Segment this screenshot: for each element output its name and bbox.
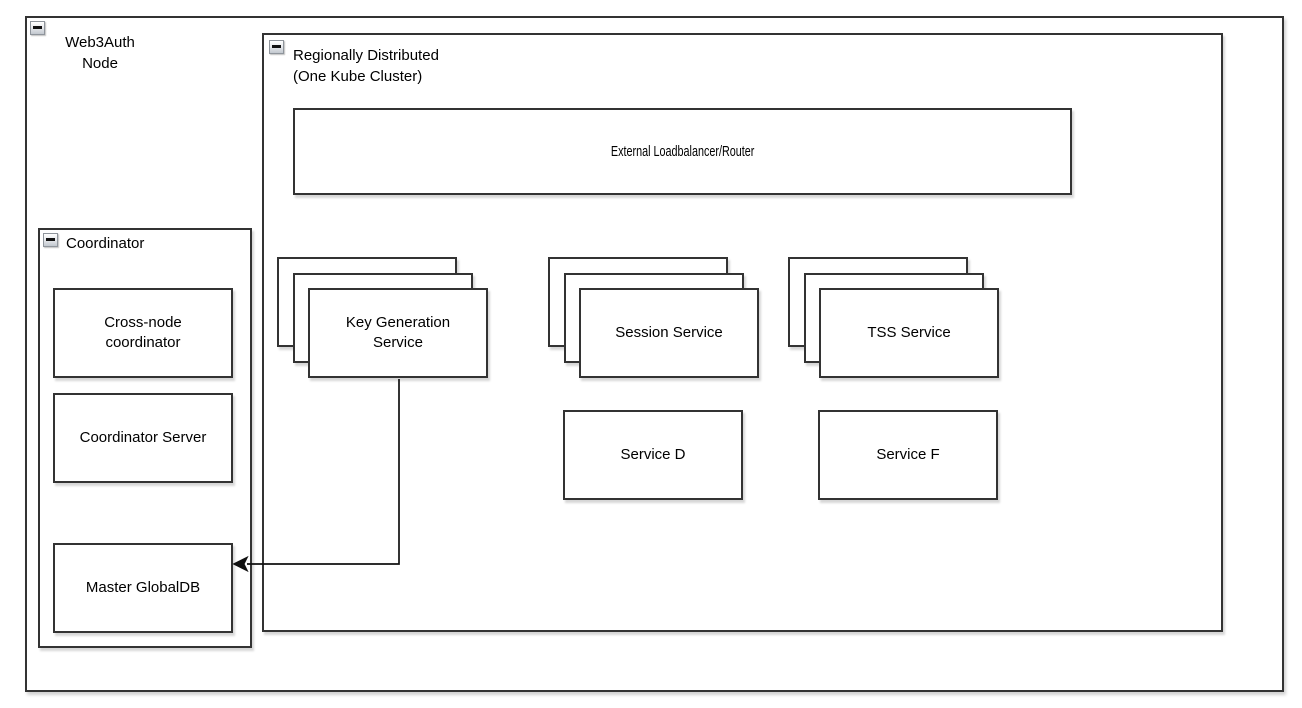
node-master-globaldb[interactable]: Master GlobalDB [53, 543, 233, 633]
node-label: Service F [876, 446, 940, 463]
node-label: Coordinator Server [79, 429, 207, 446]
coordinator-container[interactable]: Coordinator Cross-node coordinator Coord… [38, 228, 252, 648]
node-external-loadbalancer[interactable]: External Loadbalancer/Router [293, 108, 1072, 195]
node-label: External Loadbalancer/Router [610, 142, 755, 160]
stacked-card-front[interactable]: Key Generation Service [308, 288, 488, 378]
container-title: Regionally Distributed (One Kube Cluster… [293, 47, 439, 85]
stacked-card-front[interactable]: Session Service [579, 288, 759, 378]
node-service-f[interactable]: Service F [818, 410, 998, 500]
node-label: TSS Service [867, 324, 951, 341]
container-title: Web3Auth Node [65, 34, 135, 72]
collapse-icon[interactable] [43, 233, 58, 247]
node-label: Cross-node coordinator [104, 314, 182, 351]
stacked-card-front[interactable]: TSS Service [819, 288, 999, 378]
node-label: Master GlobalDB [85, 579, 201, 596]
collapse-icon[interactable] [30, 21, 45, 35]
node-label: Session Service [615, 324, 723, 341]
node-cross-node-coordinator[interactable]: Cross-node coordinator [53, 288, 233, 378]
node-coordinator-server[interactable]: Coordinator Server [53, 393, 233, 483]
node-label: Service D [620, 446, 686, 463]
node-label: Key Generation Service [345, 314, 451, 351]
node-service-d[interactable]: Service D [563, 410, 743, 500]
stack-session-service[interactable]: Session Service [548, 257, 759, 378]
collapse-icon[interactable] [269, 40, 284, 54]
regionally-distributed-container[interactable]: Regionally Distributed (One Kube Cluster… [262, 33, 1223, 632]
container-title: Coordinator [66, 235, 145, 252]
stack-tss-service[interactable]: TSS Service [788, 257, 999, 378]
stack-key-generation-service[interactable]: Key Generation Service [277, 257, 488, 378]
